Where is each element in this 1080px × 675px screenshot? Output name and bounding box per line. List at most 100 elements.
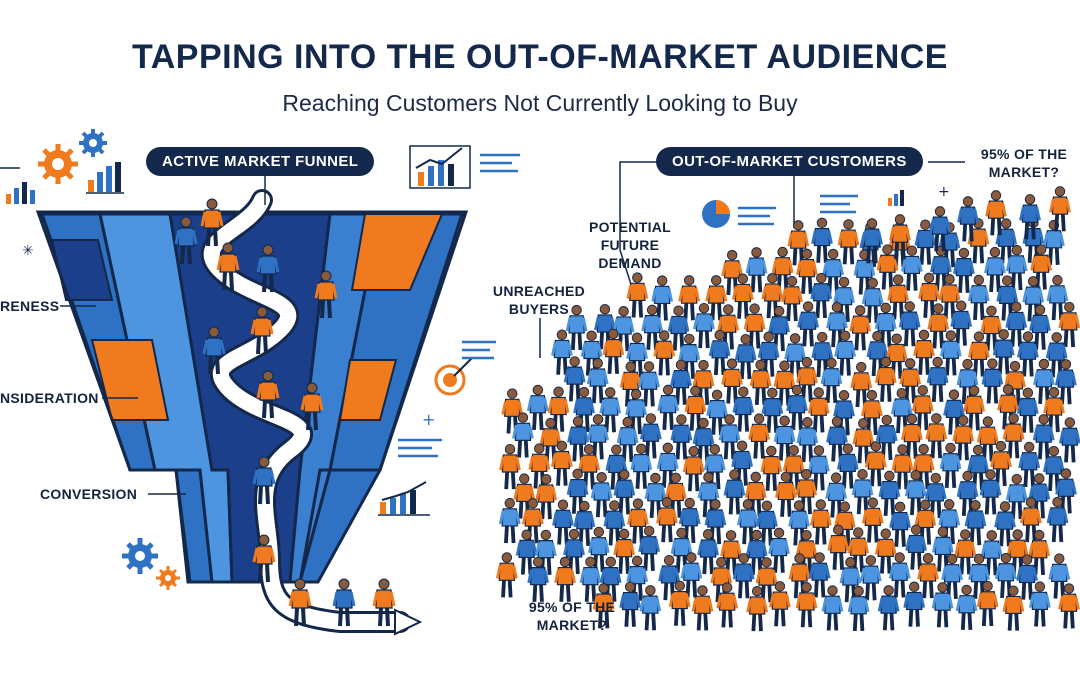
person-figure [796,248,818,294]
person-figure [721,358,743,404]
person-figure [1005,244,1028,291]
page-title: TAPPING INTO THE OUT-OF-MARKET AUDIENCE [132,38,948,76]
person-figure [216,242,240,291]
person-figure [903,581,926,627]
people-layer [174,186,1080,632]
pie-chart-icon [702,200,730,228]
person-figure [985,190,1007,236]
person-figure [592,583,615,629]
person-figure [957,196,979,242]
person-figure [731,273,754,319]
funnel-pill: ACTIVE MARKET FUNNEL [146,147,375,176]
person-figure [861,218,883,264]
person-figure [837,219,860,265]
person-figure [891,444,914,490]
person-figure [613,469,636,515]
person-figure [573,500,596,547]
person-figure [1018,441,1041,488]
person-figure [1002,585,1025,631]
gear-icon [38,144,78,184]
person-figure [864,441,887,487]
gear-icon [156,566,180,590]
target-icon [434,357,473,396]
person-figure [768,527,790,573]
person-figure [587,414,609,460]
person-figure [834,330,857,376]
person-figure [939,442,962,488]
person-figure [885,333,908,379]
person-figure [939,330,962,376]
person-figure [174,216,198,265]
person-figure [990,440,1012,487]
person-figure [905,524,927,570]
person-figure [875,414,898,461]
person-figure [950,300,973,346]
person-figure [651,275,674,321]
person-figure [898,301,921,347]
person-figure [808,552,831,598]
person-figure [781,275,803,322]
stage-awareness-label: RENESS [0,298,60,314]
person-figure [956,358,979,405]
person-figure [731,440,754,486]
person-figure [964,500,987,546]
person-figure [773,360,796,406]
person-figure [852,418,875,464]
person-figure [761,387,784,433]
person-figure [1017,331,1039,377]
person-figure [1058,583,1080,629]
person-figure [641,304,664,350]
person-figure [757,331,780,377]
person-figure [528,443,551,489]
person-figure [1019,194,1041,240]
person-figure [638,361,660,407]
person-figure [820,357,843,403]
person-figure [602,328,625,374]
person-figure [200,198,224,247]
person-figure [877,585,900,631]
text-lines-icon [738,194,858,226]
person-figure [861,277,884,323]
person-figure [332,578,356,627]
person-figure [256,370,280,419]
person-figure [913,329,935,375]
person-figure [625,388,648,435]
person-figure [554,556,576,602]
trend-chart-icon [378,481,430,516]
person-figure [952,415,975,461]
person-figure [732,386,755,432]
person-figure [664,472,687,518]
person-figure [1028,529,1051,576]
person-figure [1046,496,1069,543]
person-figure [889,501,912,547]
person-figure [787,220,810,266]
person-figure [653,330,676,376]
person-figure [889,214,911,260]
person-figure [926,356,949,403]
person-figure [795,582,818,628]
person-figure [718,414,741,460]
person-figure [746,586,769,632]
person-figure [627,498,649,544]
person-figure [979,469,1002,515]
person-figure [768,305,791,352]
person-figure [847,585,870,632]
bar-chart-icon [6,182,35,204]
person-figure [723,469,746,515]
person-figure [876,244,899,290]
person-figure [638,525,661,571]
person-figure [300,382,324,431]
person-figure [670,414,693,460]
person-figure [668,580,691,626]
person-figure [927,303,950,349]
svg-text:+: + [422,410,435,429]
person-figure [1019,497,1042,543]
person-figure [1005,473,1028,520]
person-figure [859,555,882,601]
person-figure [981,358,1004,404]
person-figure [498,497,521,544]
person-figure [874,528,897,574]
text-lines-icon [398,153,520,458]
